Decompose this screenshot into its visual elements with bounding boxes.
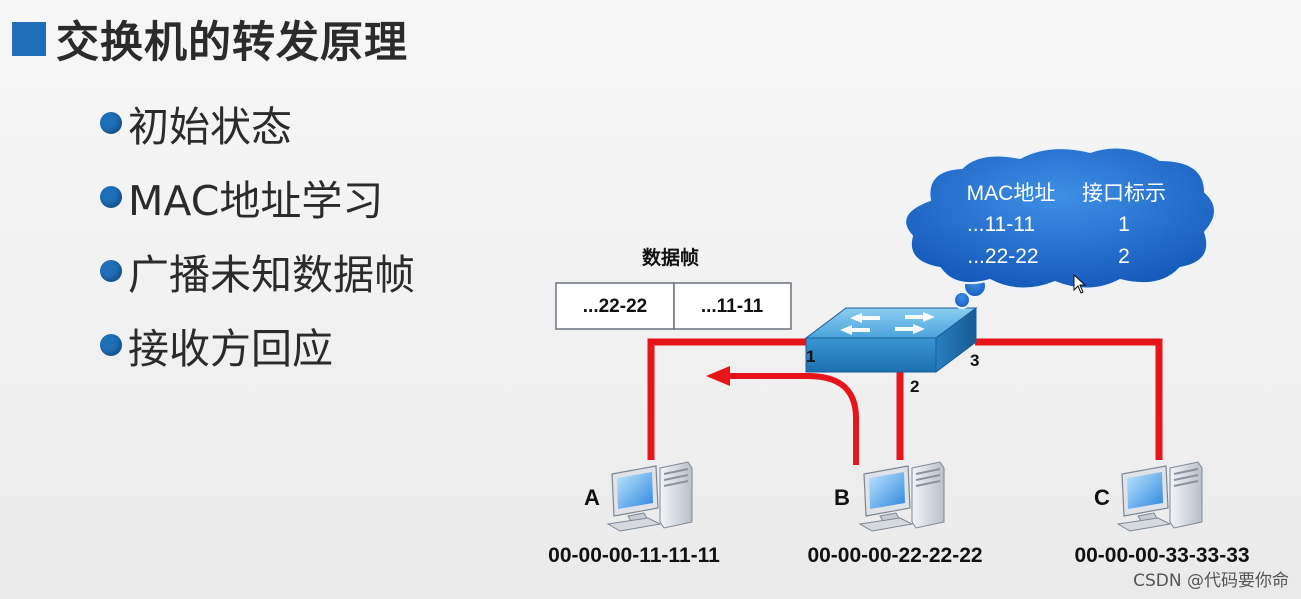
bullet-text: 广播未知数据帧	[128, 251, 415, 299]
watermark: CSDN @代码要你命	[1133, 571, 1289, 591]
mac-table-row-port: 2	[1118, 245, 1130, 268]
frame-dest-mac: ...22-22	[583, 296, 647, 317]
host-label: A	[584, 485, 600, 510]
host-a: A 00-00-00-11-11-11	[548, 461, 720, 567]
bullet-item: 初始状态	[100, 86, 415, 160]
mac-table-header-mac: MAC地址	[967, 182, 1056, 205]
port-label: 3	[970, 351, 979, 370]
frame-caption: 数据帧	[642, 246, 699, 269]
host-mac: 00-00-00-33-33-33	[1074, 544, 1249, 567]
host-mac: 00-00-00-22-22-22	[807, 544, 982, 567]
switch-icon	[804, 307, 978, 373]
bullet-text: 接收方回应	[128, 325, 333, 373]
bullet-dot-icon	[100, 186, 122, 208]
port-label: 1	[806, 347, 815, 366]
forward-arrow	[706, 366, 859, 465]
computer-icon	[859, 461, 945, 532]
bullet-text: MAC地址学习	[128, 177, 384, 225]
bullet-item: 接收方回应	[100, 308, 415, 382]
host-label: B	[834, 485, 850, 510]
host-label: C	[1094, 485, 1110, 510]
mac-table-row-mac: ...11-11	[967, 213, 1035, 236]
bullet-item: MAC地址学习	[100, 160, 415, 234]
link-a	[647, 338, 820, 460]
bullet-list: 初始状态 MAC地址学习 广播未知数据帧 接收方回应	[100, 86, 415, 382]
frame-source-mac: ...11-11	[701, 296, 764, 317]
data-frame: 数据帧 ...22-22 ...11-11	[555, 246, 792, 330]
bullet-dot-icon	[100, 112, 122, 134]
link-c	[975, 338, 1163, 460]
mac-table-row-port: 1	[1118, 213, 1130, 236]
frame-source-field	[673, 282, 792, 330]
frame-dest-field	[555, 282, 675, 330]
bullet-dot-icon	[100, 260, 122, 282]
host-b: B 00-00-00-22-22-22	[807, 461, 983, 567]
mac-table-row-mac: ...22-22	[967, 245, 1038, 268]
host-c: C 00-00-00-33-33-33	[1074, 461, 1250, 567]
host-mac: 00-00-00-11-11-11	[548, 544, 720, 567]
mouse-cursor-icon	[1073, 273, 1087, 294]
port-label: 2	[910, 377, 919, 396]
computer-icon	[607, 461, 693, 532]
mac-table-header-port: 接口标示	[1082, 182, 1166, 205]
mac-table-cloud: MAC地址 接口标示 ...11-11 1 ...22-22 2	[904, 146, 1216, 309]
computer-icon	[1117, 461, 1203, 532]
title-row: 交换机的转发原理	[12, 8, 408, 70]
title-square-icon	[12, 22, 46, 56]
slide-title: 交换机的转发原理	[56, 18, 408, 68]
bullet-item: 广播未知数据帧	[100, 234, 415, 308]
bullet-text: 初始状态	[128, 103, 292, 151]
bullet-dot-icon	[100, 334, 122, 356]
